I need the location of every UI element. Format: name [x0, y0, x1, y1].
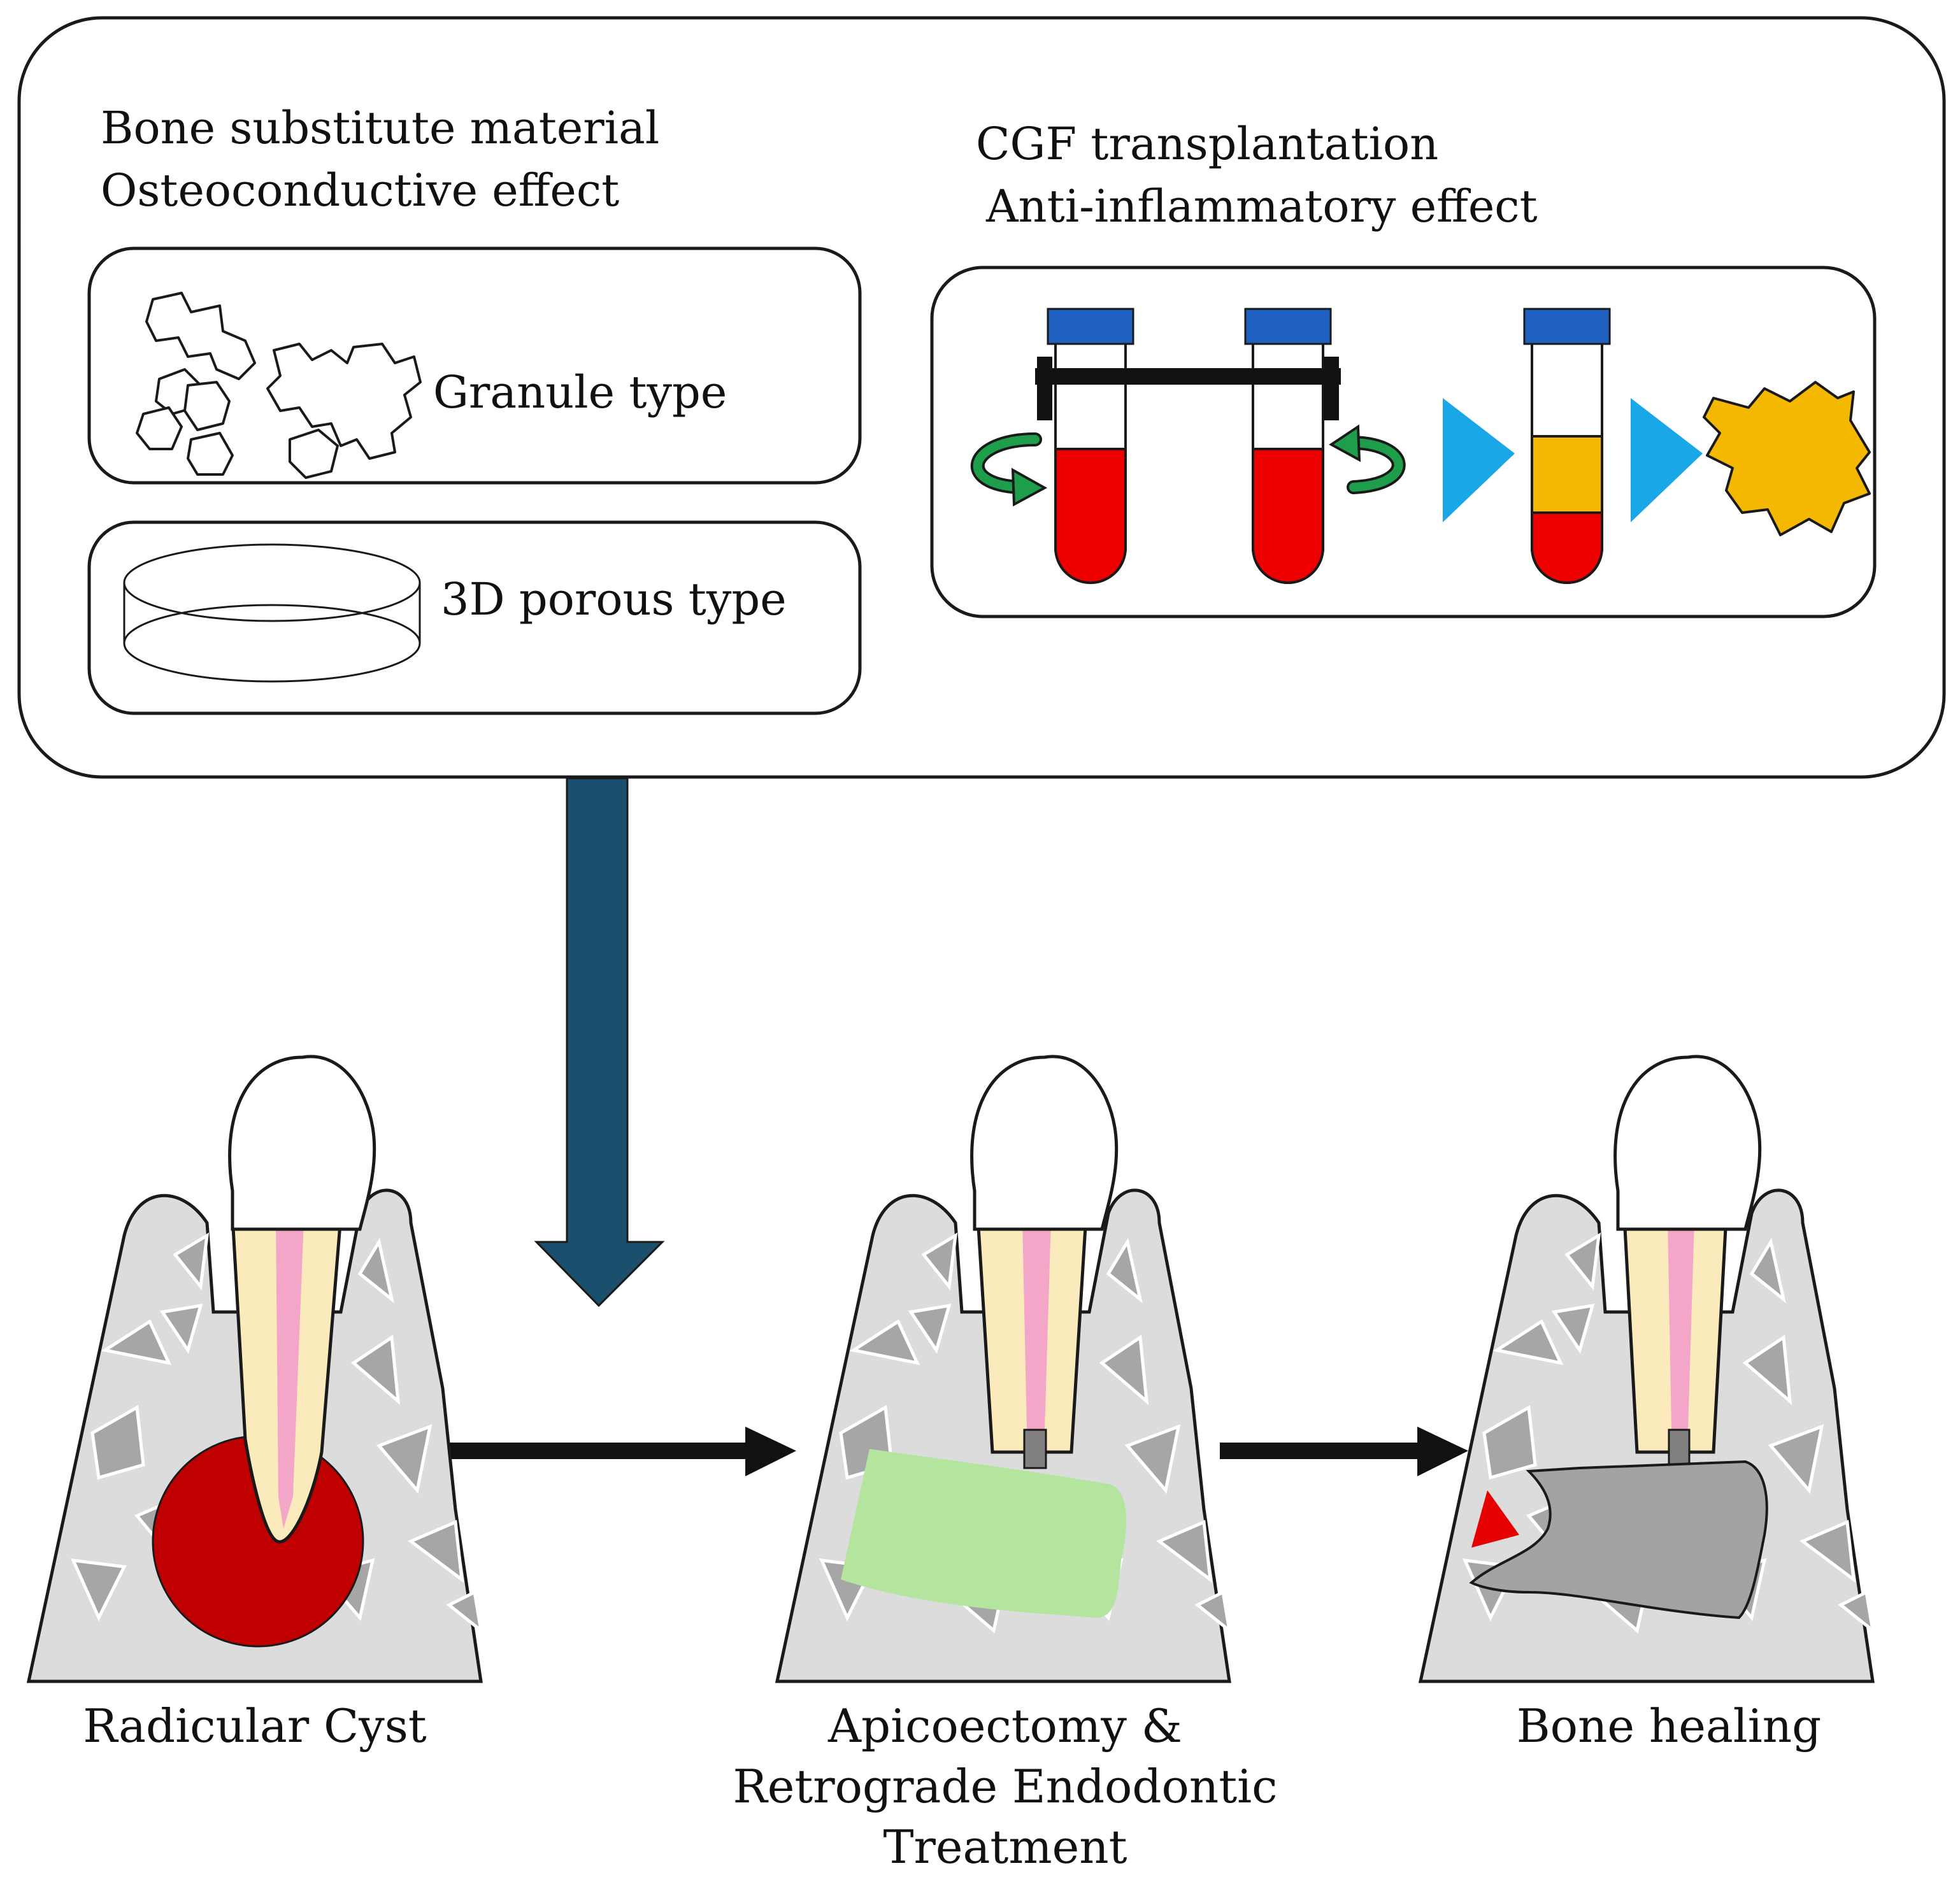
progress-arrow-icon — [1220, 1427, 1468, 1476]
healed-bone-defect — [1469, 1460, 1768, 1620]
bone-graft-material — [841, 1449, 1127, 1618]
granule-type-box — [87, 246, 862, 485]
bone-substitute-title: Bone substitute material — [101, 102, 659, 154]
bone-substitute-subtitle: Osteoconductive effect — [101, 164, 619, 217]
root-canal-pulp — [1668, 1220, 1694, 1430]
centrifuge-tube-left — [1047, 308, 1134, 584]
defect-marker-icon — [1471, 1490, 1519, 1548]
retrograde-filling — [1668, 1429, 1691, 1469]
stage-label-apicoectomy-line2: Retrograde Endodontic — [733, 1760, 1278, 1813]
tube-cap — [1523, 308, 1611, 345]
porous-type-box — [87, 520, 862, 715]
centrifuge-rotor-bar — [1035, 357, 1341, 420]
flow-arrow-icon — [1443, 398, 1515, 522]
stage-apicoectomy — [775, 1057, 1231, 1683]
progress-arrow-icon — [440, 1427, 796, 1476]
tube-cap — [1244, 308, 1332, 345]
stage-label-apicoectomy-line3: Treatment — [883, 1820, 1127, 1874]
stage-radicular-cyst — [26, 1057, 483, 1683]
root-canal-pulp — [1022, 1220, 1051, 1430]
porous-type-label: 3D porous type — [441, 573, 787, 625]
cgf-subtitle: Anti-inflammatory effect — [985, 180, 1538, 232]
stage-label-radicular-cyst: Radicular Cyst — [83, 1699, 427, 1753]
granule-type-label: Granule type — [433, 366, 727, 418]
big-down-arrow-icon — [534, 777, 665, 1308]
cgf-process-box — [930, 266, 1877, 618]
separated-cgf-tube — [1523, 308, 1611, 584]
spin-arrow-right-icon — [1329, 424, 1406, 494]
granule-icon — [136, 292, 422, 479]
flow-arrow-icon — [1631, 398, 1703, 522]
stage-label-apicoectomy-line1: Apicoectomy & — [827, 1699, 1182, 1753]
stage-label-bone-healing: Bone healing — [1517, 1699, 1822, 1753]
spin-arrow-left-icon — [970, 432, 1048, 507]
stage-bone-healing — [1418, 1057, 1875, 1683]
root-canal-pulp — [276, 1220, 304, 1529]
cgf-membrane-icon — [1703, 381, 1871, 536]
cgf-title: CGF transplantation — [976, 118, 1438, 170]
tube-cap — [1047, 308, 1134, 345]
porous-disc-icon — [123, 543, 421, 683]
retrograde-filling — [1023, 1429, 1047, 1469]
centrifuge-tube-right — [1244, 308, 1332, 584]
